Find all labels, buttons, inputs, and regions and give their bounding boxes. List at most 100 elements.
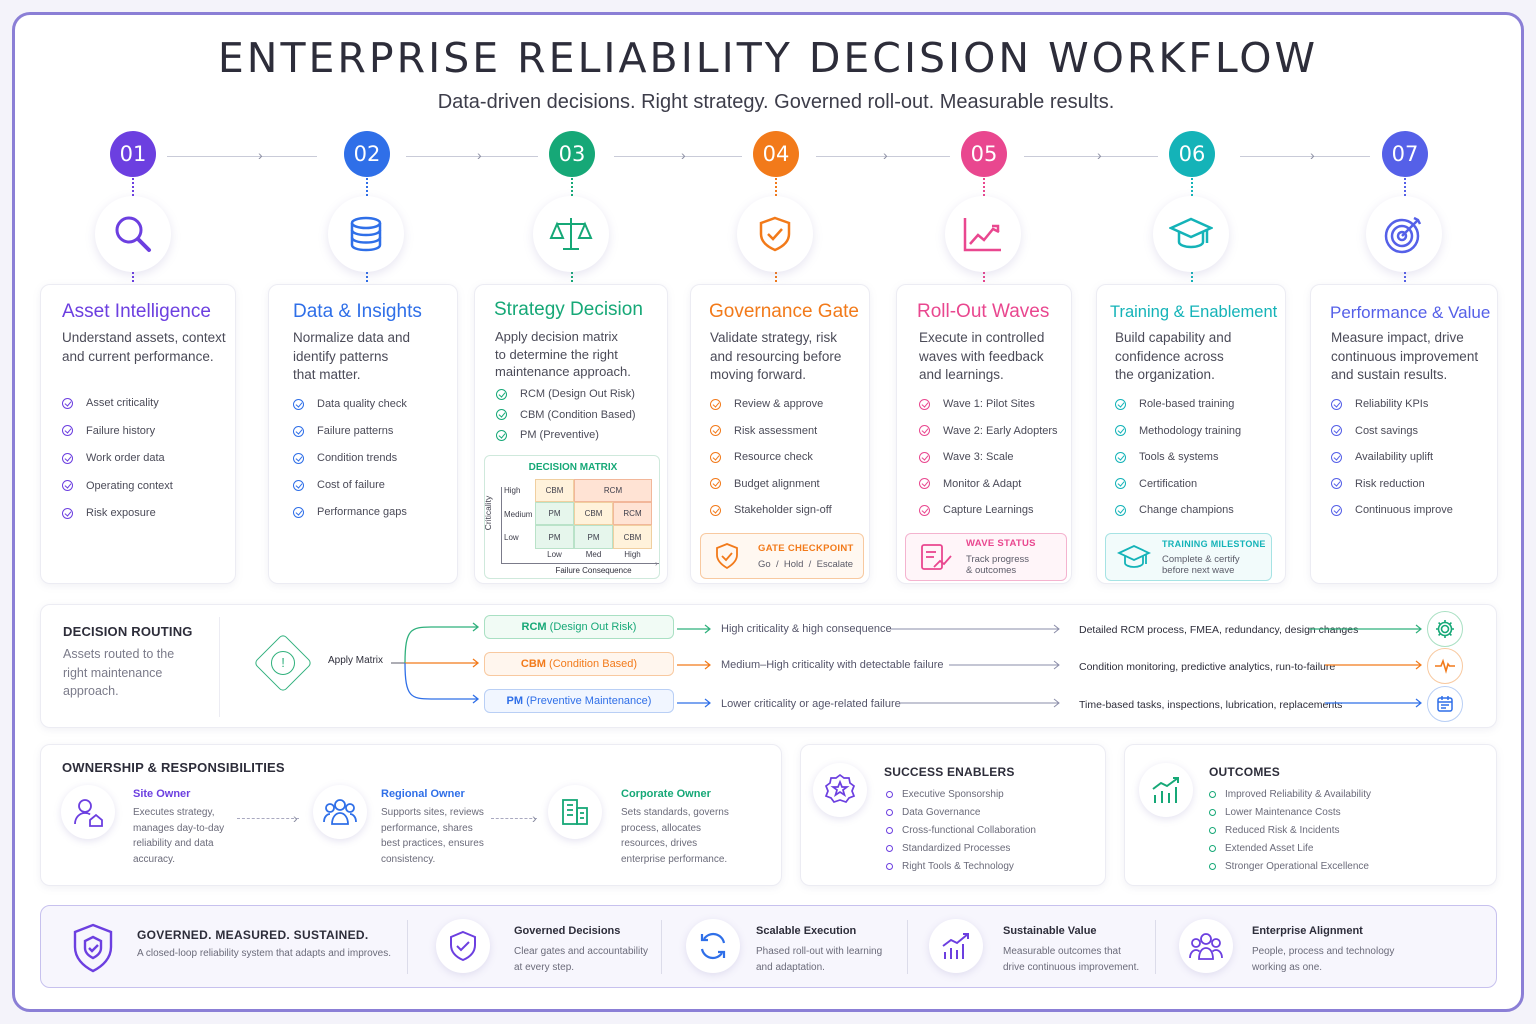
wave-status-title: WAVE STATUS — [966, 538, 1036, 549]
matrix-grid: CBM RCM PM CBM RCM PM PM CBM — [535, 479, 652, 549]
step-connector — [406, 156, 538, 157]
route-arrows — [677, 624, 711, 708]
check-circle-icon — [62, 480, 73, 491]
check-circle-icon — [62, 452, 73, 464]
check-circle-icon — [1331, 398, 1342, 410]
owner-name: Site Owner — [133, 788, 191, 800]
route-condition: Medium–High criticality with detectable … — [721, 659, 944, 671]
step-number-4: 04 — [753, 131, 799, 177]
search-icon — [95, 196, 171, 272]
gate-checkpoint-panel: GATE CHECKPOINT Go / Hold / Escalate — [700, 533, 864, 579]
check-circle-icon — [293, 425, 304, 437]
calendar-icon — [1427, 686, 1463, 722]
outcomes-title: OUTCOMES — [1209, 765, 1280, 779]
check-circle-icon — [62, 425, 73, 436]
route-pm-pill: PM (Preventive Maintenance) — [484, 689, 674, 713]
step-number-2: 02 — [344, 131, 390, 177]
matrix-cell: RCM — [613, 502, 652, 525]
route-result: Condition monitoring, predictive analyti… — [1079, 661, 1336, 673]
check-circle-icon — [1331, 451, 1342, 463]
result-arrows — [1309, 624, 1422, 708]
step-card-title: Training & Enablement — [1110, 303, 1278, 321]
step-connector — [1240, 156, 1370, 157]
check-circle-icon — [496, 388, 507, 400]
check-circle-icon — [1115, 425, 1126, 436]
route-result: Time-based tasks, inspections, lubricati… — [1079, 699, 1343, 711]
step-card-checklist: Reliability KPIs Cost savings Availabili… — [1331, 396, 1453, 518]
scales-icon — [533, 196, 609, 272]
pulse-icon — [1427, 648, 1463, 684]
check-circle-icon — [1115, 478, 1126, 489]
gear-icon — [1427, 611, 1463, 647]
gate-checkpoint-options: Go / Hold / Escalate — [758, 558, 854, 570]
check-circle-icon — [62, 507, 73, 519]
check-circle-icon — [1331, 478, 1342, 489]
decision-matrix: DECISION MATRIX Criticality › High Mediu… — [483, 455, 660, 579]
page-subtitle: Data-driven decisions. Right strategy. G… — [437, 91, 1115, 113]
bullet-icon — [1209, 808, 1216, 816]
step-number-3: 03 — [549, 131, 595, 177]
routing-branch-arrows — [391, 622, 480, 704]
check-circle-icon — [293, 506, 304, 518]
bullet-icon — [1209, 790, 1216, 798]
step-card-title: Governance Gate — [709, 301, 859, 322]
check-circle-icon — [293, 452, 304, 464]
owner-name: Corporate Owner — [621, 788, 711, 800]
graduation-cap-icon — [1153, 196, 1229, 272]
matrix-row-label: Medium — [504, 510, 533, 519]
target-icon — [1366, 196, 1442, 272]
matrix-y-label: Criticality — [483, 495, 494, 531]
growth-chart-icon — [929, 919, 983, 973]
check-circle-icon — [496, 409, 507, 420]
chevron-right-icon: › — [477, 147, 482, 163]
step-number-7: 07 — [1382, 131, 1428, 177]
step-card-title: Performance & Value — [1330, 303, 1491, 322]
footer-block-title: Sustainable Value — [1003, 925, 1097, 937]
check-circle-icon — [1331, 425, 1342, 436]
step-card-checklist: Role-based training Methodology training… — [1115, 396, 1241, 518]
step-card-title: Data & Insights — [293, 301, 422, 322]
step-connector — [614, 156, 742, 157]
matrix-cell: PM — [535, 525, 574, 549]
footer-block-title: Scalable Execution — [756, 925, 857, 937]
success-enablers-panel: SUCCESS ENABLERS Executive Sponsorship D… — [800, 744, 1106, 886]
award-badge-icon — [813, 763, 867, 817]
matrix-cell: CBM — [574, 502, 613, 525]
bullet-icon — [1209, 862, 1216, 870]
check-circle-icon — [710, 451, 721, 463]
step-card-checklist: Data quality check Failure patterns Cond… — [293, 396, 407, 520]
check-circle-icon — [710, 478, 721, 489]
check-circle-icon — [1115, 398, 1126, 410]
step-card-performance-value: Performance & Value Measure impact, driv… — [1310, 284, 1498, 584]
step-card-title: Strategy Decision — [494, 299, 643, 320]
step-card-checklist: Wave 1: Pilot Sites Wave 2: Early Adopte… — [919, 396, 1058, 518]
chevron-right-icon: › — [293, 810, 298, 826]
team-icon — [1179, 919, 1233, 973]
check-circle-icon — [1115, 451, 1126, 463]
decision-matrix-title: DECISION MATRIX — [528, 462, 618, 473]
matrix-x-label: Failure Consequence — [555, 566, 632, 575]
bullet-icon — [1209, 826, 1216, 834]
training-milestone-title: TRAINING MILESTONE — [1162, 538, 1266, 549]
check-circle-icon — [919, 425, 930, 436]
bullet-icon — [886, 826, 893, 834]
database-icon — [328, 196, 404, 272]
check-circle-icon — [710, 425, 721, 436]
alert-icon: ! — [271, 651, 295, 675]
step-number-1: 01 — [110, 131, 156, 177]
matrix-row-label: High — [504, 486, 521, 495]
check-circle-icon — [919, 451, 930, 463]
bullet-icon — [886, 808, 893, 816]
